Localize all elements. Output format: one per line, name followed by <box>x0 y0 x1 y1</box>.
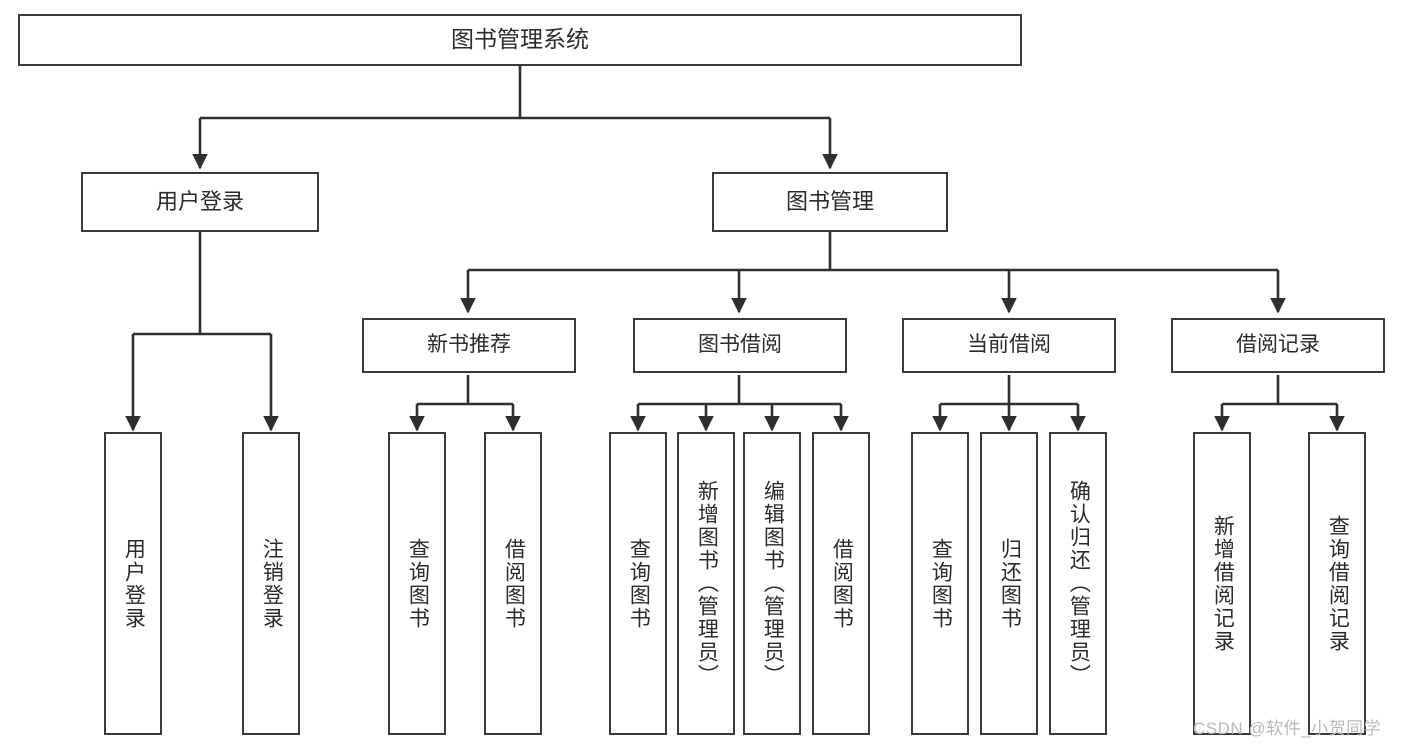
node-label: 注销登录 <box>260 537 284 630</box>
leaf-user-login-login[interactable]: 用户登录 <box>104 432 162 735</box>
node-label: 当前借阅 <box>967 333 1051 357</box>
watermark: CSDN @软件_小贺同学 <box>1193 719 1382 738</box>
node-user-login[interactable]: 用户登录 <box>81 172 319 232</box>
node-new-book-recommend[interactable]: 新书推荐 <box>362 318 576 373</box>
leaf-borrow-borrow-book[interactable]: 借阅图书 <box>812 432 870 735</box>
node-label: 用户登录 <box>122 537 146 630</box>
node-label: 查询图书 <box>627 537 651 630</box>
node-label: 图书管理 <box>785 189 874 215</box>
node-root-book-management-system[interactable]: 图书管理系统 <box>18 14 1022 66</box>
leaf-record-add-record[interactable]: 新增借阅记录 <box>1193 432 1251 735</box>
node-label: 归还图书 <box>998 537 1022 630</box>
node-label: 新增借阅记录 <box>1211 514 1235 653</box>
leaf-borrow-edit-book-admin[interactable]: 编辑图书（管理员） <box>743 432 801 735</box>
node-label: 确认归还（管理员） <box>1067 480 1091 687</box>
node-label: 编辑图书（管理员） <box>761 480 785 687</box>
node-label: 新书推荐 <box>427 333 511 357</box>
leaf-borrow-query-book[interactable]: 查询图书 <box>609 432 667 735</box>
node-label: 图书管理系统 <box>451 26 589 53</box>
leaf-record-query-record[interactable]: 查询借阅记录 <box>1308 432 1366 735</box>
leaf-current-return-book[interactable]: 归还图书 <box>980 432 1038 735</box>
leaf-new-book-query[interactable]: 查询图书 <box>388 432 446 735</box>
node-book-management[interactable]: 图书管理 <box>712 172 948 232</box>
node-label: 查询图书 <box>929 537 953 630</box>
leaf-borrow-add-book-admin[interactable]: 新增图书（管理员） <box>677 432 735 735</box>
node-borrow-record[interactable]: 借阅记录 <box>1171 318 1385 373</box>
leaf-user-login-logout[interactable]: 注销登录 <box>242 432 300 735</box>
leaf-current-query-book[interactable]: 查询图书 <box>911 432 969 735</box>
node-label: 查询借阅记录 <box>1326 514 1350 653</box>
node-label: 图书借阅 <box>698 333 782 357</box>
node-label: 借阅图书 <box>830 537 854 630</box>
node-label: 用户登录 <box>155 189 244 215</box>
node-book-borrow[interactable]: 图书借阅 <box>633 318 847 373</box>
leaf-current-confirm-return-admin[interactable]: 确认归还（管理员） <box>1049 432 1107 735</box>
node-label: 借阅记录 <box>1236 333 1320 357</box>
leaf-new-book-borrow[interactable]: 借阅图书 <box>484 432 542 735</box>
node-label: 新增图书（管理员） <box>695 480 719 687</box>
node-current-borrow[interactable]: 当前借阅 <box>902 318 1116 373</box>
node-label: 查询图书 <box>406 537 430 630</box>
node-label: 借阅图书 <box>502 537 526 630</box>
